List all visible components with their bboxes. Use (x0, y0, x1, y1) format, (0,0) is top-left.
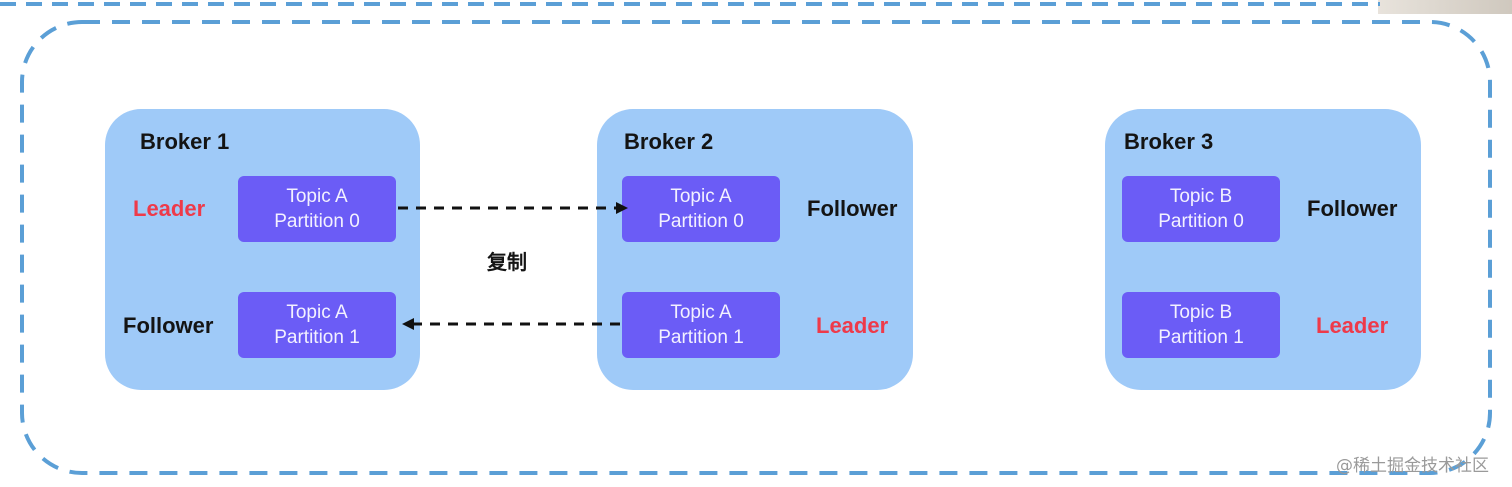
partition-label: Partition 0 (274, 211, 360, 232)
partition-topic: Topic A (670, 186, 732, 207)
broker-2-role-1: Leader (816, 313, 889, 338)
replication-label: 复制 (487, 250, 527, 274)
broker-2-role-0: Follower (807, 196, 898, 221)
broker-3-role-1: Leader (1316, 313, 1389, 338)
partition-label: Partition 0 (1158, 211, 1244, 232)
broker-1-title: Broker 1 (140, 129, 230, 154)
top-dashed-edge (0, 2, 1380, 6)
broker-3-title: Broker 3 (1124, 129, 1214, 154)
footer-watermark: @稀土掘金技术社区 (1336, 456, 1489, 476)
broker-3-partition-1: Topic B Partition 1 (1122, 292, 1280, 358)
partition-topic: Topic A (286, 186, 348, 207)
cluster-boundary (20, 20, 1492, 475)
broker-1-role-0: Leader (133, 196, 206, 221)
partition-label: Partition 1 (274, 327, 360, 348)
partition-topic: Topic B (1169, 186, 1233, 207)
corner-photo-strip (1378, 0, 1512, 14)
partition-label: Partition 1 (658, 327, 744, 348)
partition-topic: Topic A (670, 302, 732, 323)
broker-3-partition-0: Topic B Partition 0 (1122, 176, 1280, 242)
partition-topic: Topic A (286, 302, 348, 323)
partition-label: Partition 0 (658, 211, 744, 232)
broker-1-role-1: Follower (123, 313, 214, 338)
broker-2-partition-0: Topic A Partition 0 (622, 176, 780, 242)
partition-topic: Topic B (1169, 302, 1233, 323)
broker-2-partition-1: Topic A Partition 1 (622, 292, 780, 358)
broker-2-title: Broker 2 (624, 129, 714, 154)
broker-1-partition-1: Topic A Partition 1 (238, 292, 396, 358)
partition-label: Partition 1 (1158, 327, 1244, 348)
broker-3-role-0: Follower (1307, 196, 1398, 221)
broker-1-partition-0: Topic A Partition 0 (238, 176, 396, 242)
